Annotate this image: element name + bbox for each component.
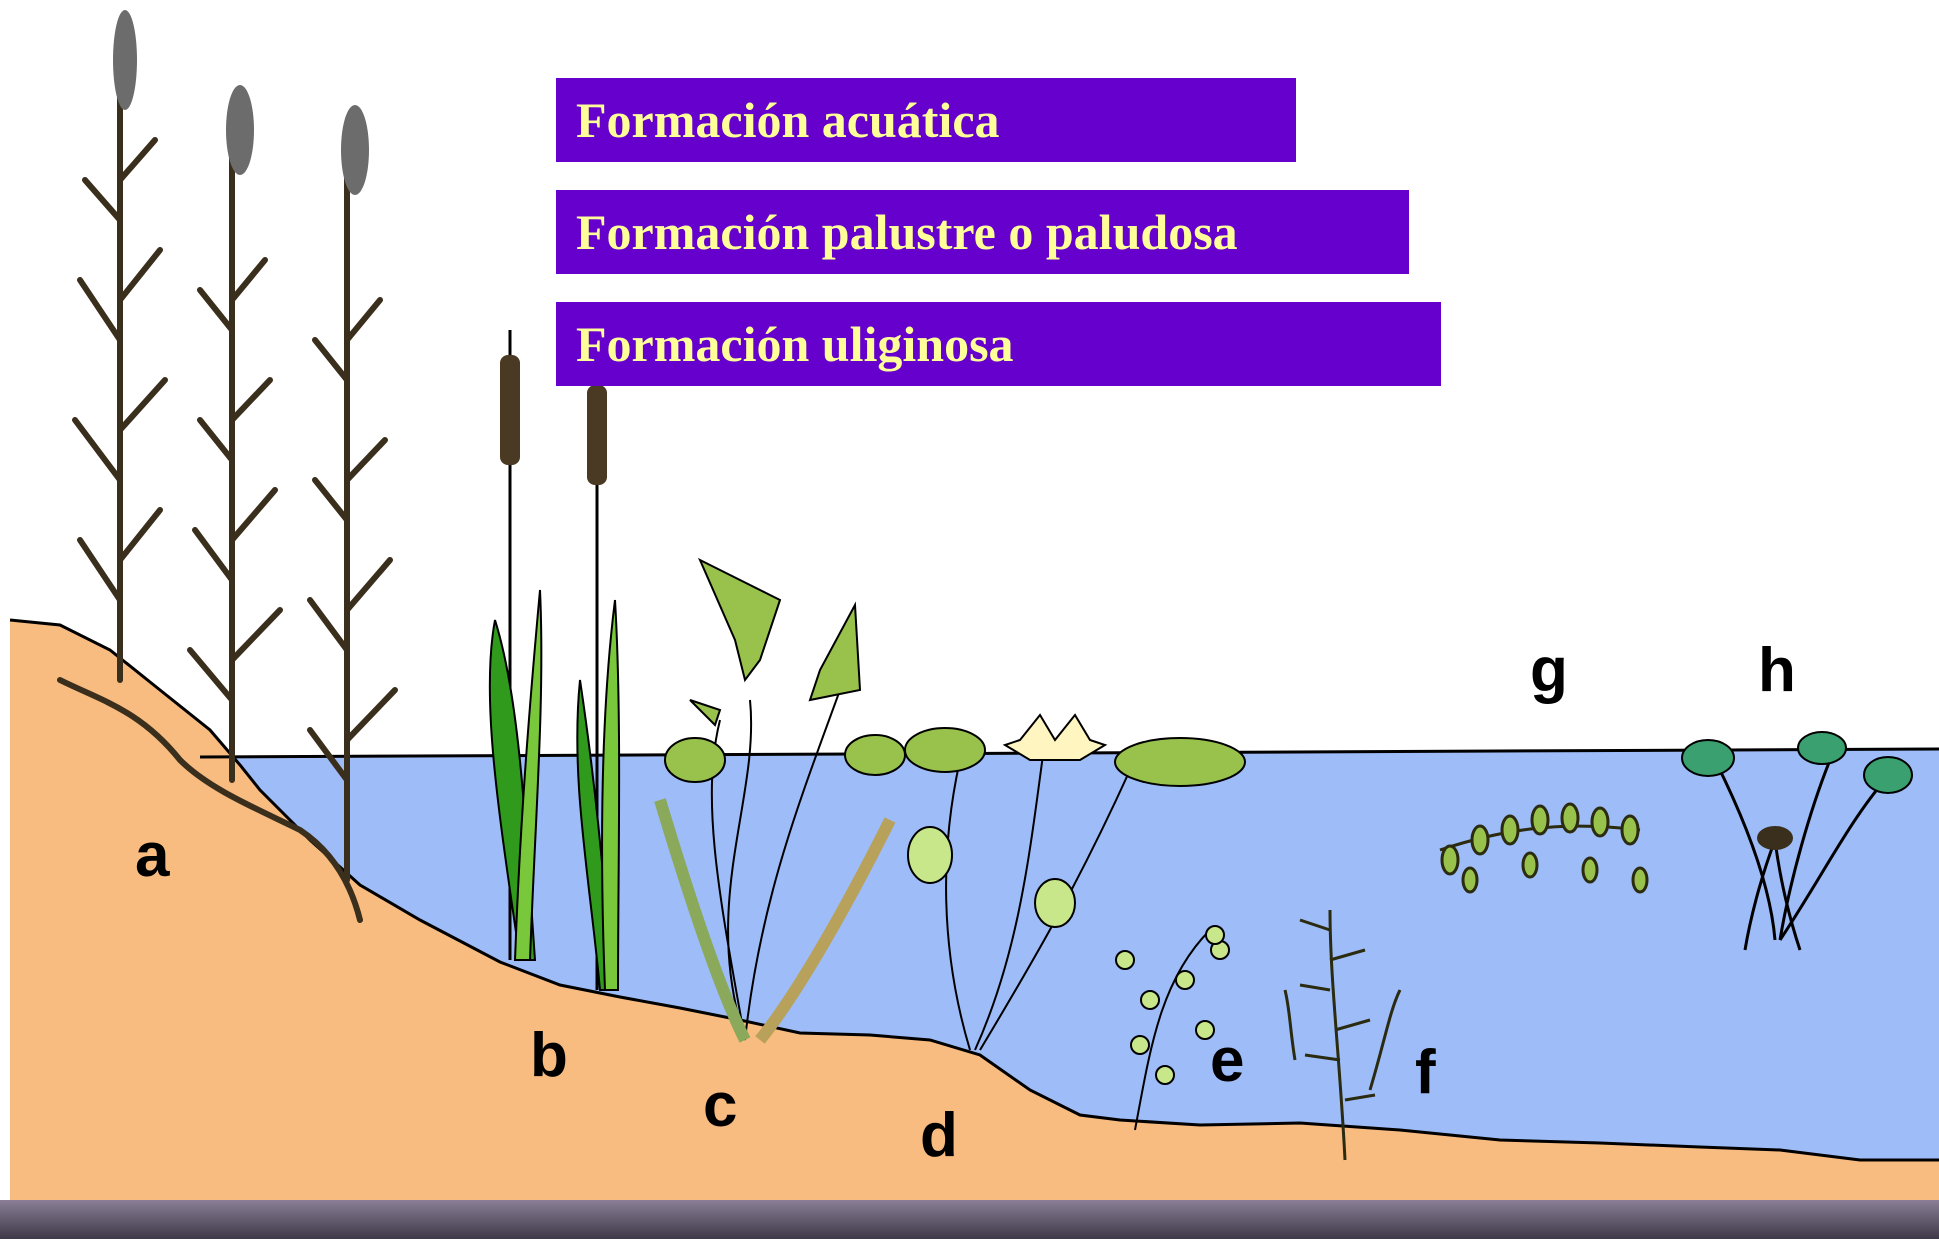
zone-label-h: h [1758, 640, 1796, 702]
banner-formacion-acuatica: Formación acuática [556, 78, 1296, 162]
banner-formacion-palustre: Formación palustre o paludosa [556, 190, 1409, 274]
zone-label-d: d [920, 1105, 958, 1167]
zone-label-c: c [703, 1075, 737, 1137]
zone-label-g: g [1530, 640, 1568, 702]
banner-formacion-uliginosa: Formación uliginosa [556, 302, 1441, 386]
bottom-bar [0, 1200, 1939, 1239]
zone-label-a: a [135, 825, 169, 887]
reed-plumes [113, 10, 369, 195]
zone-label-b: b [530, 1025, 568, 1087]
zone-label-f: f [1415, 1042, 1436, 1104]
zone-label-e: e [1210, 1030, 1244, 1092]
